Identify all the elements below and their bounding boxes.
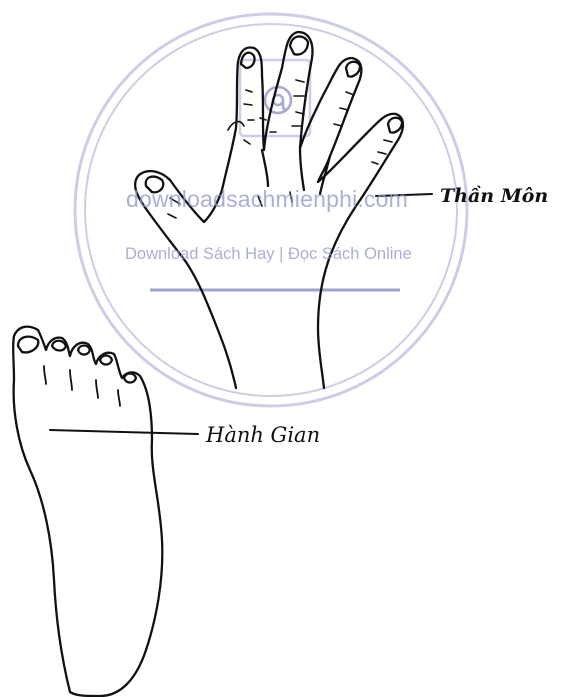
at-sign-icon (265, 87, 291, 113)
foot-drawing (13, 327, 198, 696)
label-hanh-gian: Hành Gian (206, 423, 320, 447)
watermark-site-text: downloadsachmienphi.com (126, 186, 408, 213)
watermark-tagline: Download Sách Hay | Đọc Sách Online (125, 245, 412, 264)
label-than-mon: Thần Môn (440, 185, 548, 207)
